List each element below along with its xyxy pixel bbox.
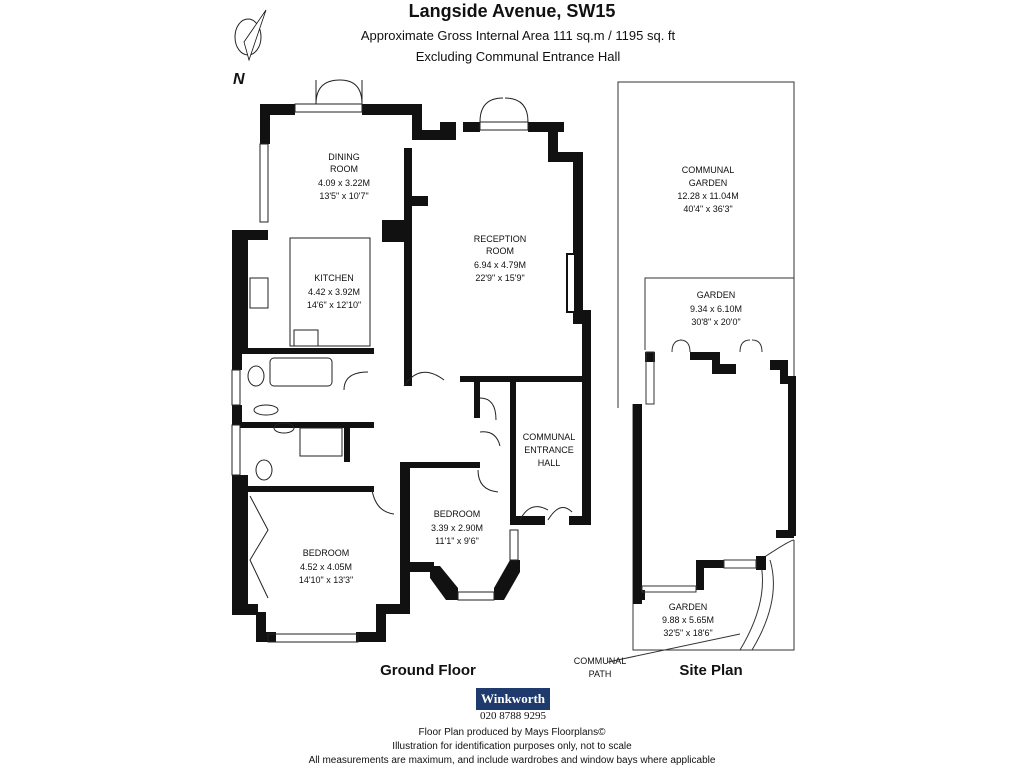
kitchen-metric: 4.42 x 3.92M: [308, 287, 360, 297]
reception-room-label-2: ROOM: [486, 246, 514, 256]
reception-room-imperial: 22'9" x 15'9": [475, 273, 524, 283]
bedroom-2-metric: 3.39 x 2.90M: [431, 523, 483, 533]
kitchen-label: KITCHEN: [314, 273, 354, 283]
compass-north-arrow-icon: [234, 9, 267, 62]
communal-hall-label-3: HALL: [538, 458, 561, 468]
site-plan-label: Site Plan: [679, 662, 742, 679]
site-windows: [641, 339, 763, 593]
garden-bottom-imperial: 32'5" x 18'6": [663, 628, 712, 638]
bedroom-1-metric: 4.52 x 4.05M: [300, 562, 352, 572]
area-subtitle: Approximate Gross Internal Area 111 sq.m…: [360, 28, 676, 43]
winkworth-logo: Winkworth: [476, 688, 550, 710]
site-labels: COMMUNAL GARDEN 12.28 x 11.04M 40'4" x 3…: [574, 165, 742, 679]
plan-title: Langside Avenue, SW15: [408, 1, 616, 21]
garden-bottom-metric: 9.88 x 5.65M: [662, 615, 714, 625]
reception-room-label: RECEPTION: [474, 234, 527, 244]
communal-hall-label-2: ENTRANCE: [524, 445, 574, 455]
dining-room-label: DINING: [328, 152, 360, 162]
dining-room-metric: 4.09 x 3.22M: [318, 178, 370, 188]
ground-floor-label: Ground Floor: [380, 662, 476, 679]
footer-disclaimer: Illustration for identification purposes…: [392, 741, 632, 752]
reception-room-metric: 6.94 x 4.79M: [474, 260, 526, 270]
garden-bottom-label: GARDEN: [669, 602, 708, 612]
dining-room-imperial: 13'5" x 10'7": [319, 191, 368, 201]
communal-garden-label-2: GARDEN: [689, 178, 728, 188]
site-building-walls: [633, 352, 796, 604]
bedroom-2-label: BEDROOM: [434, 509, 481, 519]
excluding-subtitle: Excluding Communal Entrance Hall: [415, 49, 621, 64]
garden-top-imperial: 30'8" x 20'0": [691, 317, 740, 327]
bedroom-2-imperial: 11'1" x 9'6": [435, 536, 479, 546]
ground-floor-walls: [232, 104, 591, 642]
kitchen-imperial: 14'6" x 12'10": [307, 300, 361, 310]
dining-room-label-2: ROOM: [330, 164, 358, 174]
bedroom-1-label: BEDROOM: [303, 548, 350, 558]
compass-label: N: [233, 71, 245, 88]
garden-top-label: GARDEN: [697, 290, 736, 300]
communal-path-label-2: PATH: [589, 669, 612, 679]
doors-and-windows: [231, 79, 573, 643]
bedroom-1-imperial: 14'10" x 13'3": [299, 575, 353, 585]
communal-garden-metric: 12.28 x 11.04M: [677, 191, 738, 201]
agent-phone: 020 8788 9295: [480, 710, 546, 722]
room-labels: DINING ROOM 4.09 x 3.22M 13'5" x 10'7" R…: [299, 152, 575, 585]
communal-garden-imperial: 40'4" x 36'3": [683, 204, 732, 214]
footer-producer: Floor Plan produced by Mays Floorplans©: [418, 727, 606, 738]
footer-measurements: All measurements are maximum, and includ…: [308, 755, 716, 766]
communal-hall-label-1: COMMUNAL: [523, 432, 576, 442]
communal-path-label-1: COMMUNAL: [574, 656, 627, 666]
communal-garden-label-1: COMMUNAL: [682, 165, 735, 175]
garden-top-metric: 9.34 x 6.10M: [690, 304, 742, 314]
